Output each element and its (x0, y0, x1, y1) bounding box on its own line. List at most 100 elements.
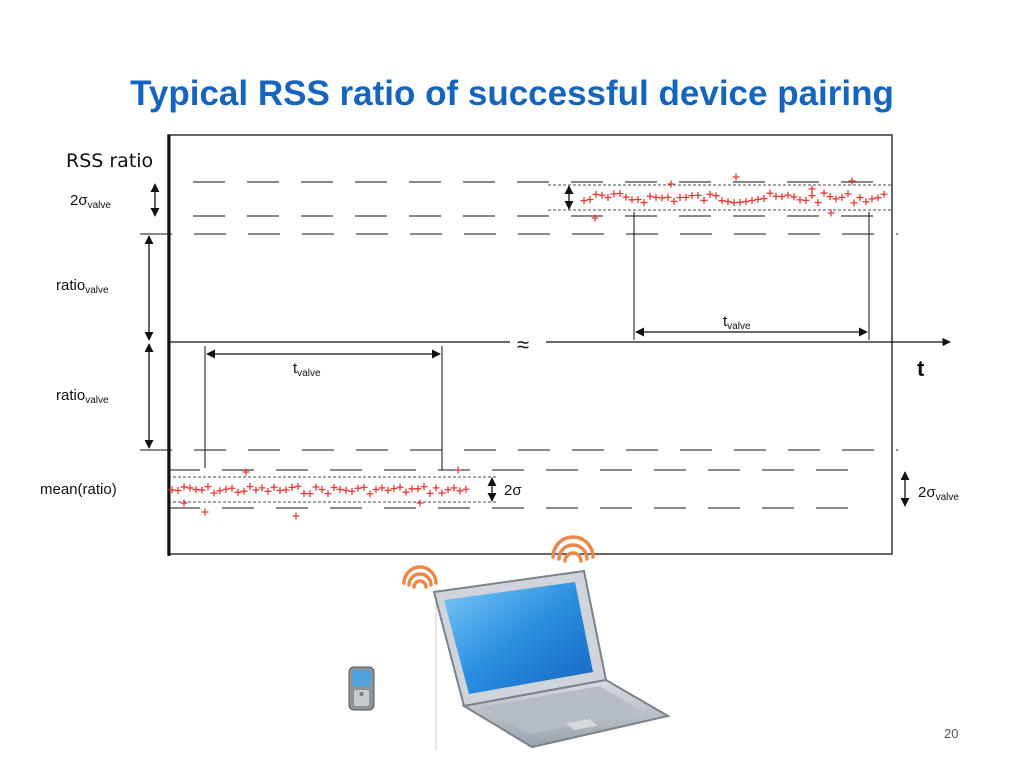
data-point (784, 191, 792, 199)
data-point (760, 195, 768, 203)
data-point (826, 193, 834, 201)
data-point (276, 486, 284, 494)
data-point (240, 487, 248, 495)
data-point (682, 193, 690, 201)
data-point (712, 192, 720, 200)
data-point (667, 180, 675, 188)
data-point (330, 484, 338, 492)
data-point (628, 196, 636, 204)
data-point (444, 486, 452, 494)
data-point (426, 489, 434, 497)
data-point (210, 489, 218, 497)
data-point (640, 199, 648, 207)
laptop-icon (432, 569, 671, 749)
data-point (242, 468, 250, 476)
phone-icon (348, 666, 375, 711)
data-point (766, 189, 774, 197)
data-point (342, 486, 350, 494)
data-point (874, 194, 882, 202)
sigma-bands (168, 184, 892, 503)
data-point (204, 483, 212, 491)
data-point (772, 192, 780, 200)
data-point (742, 198, 750, 206)
data-point (732, 173, 740, 181)
data-point (454, 466, 462, 474)
data-point (670, 197, 678, 205)
wifi-signal-icon (402, 565, 438, 589)
data-point (216, 487, 224, 495)
data-point (862, 198, 870, 206)
data-point (408, 485, 416, 493)
data-point (610, 190, 618, 198)
data-point (658, 194, 666, 202)
data-point (802, 196, 810, 204)
data-point (390, 485, 398, 493)
data-point (844, 190, 852, 198)
data-point (880, 190, 888, 198)
data-point (634, 195, 642, 203)
data-point (598, 191, 606, 199)
data-point (646, 192, 654, 200)
data-point (676, 194, 684, 202)
upper-level-lines (140, 181, 898, 235)
data-point (604, 194, 612, 202)
data-point (416, 499, 424, 507)
page-number: 20 (944, 726, 959, 741)
data-point (622, 193, 630, 201)
data-point (848, 177, 856, 185)
two-sigma-label: 2σ (504, 482, 522, 499)
data-point (438, 489, 446, 497)
data-point (688, 192, 696, 200)
plot-frame (167, 134, 893, 555)
ratio-valve-upper-label: ratiovalve (56, 277, 109, 296)
data-point (264, 487, 272, 495)
data-point (324, 490, 332, 498)
data-point (360, 483, 368, 491)
data-point (348, 487, 356, 495)
upper-data-points (580, 173, 888, 222)
slide-title: Typical RSS ratio of successful device p… (130, 74, 894, 113)
t-valve-upper-label: tvalve (723, 313, 751, 332)
data-point (306, 490, 314, 498)
lower-level-lines (140, 449, 898, 509)
data-point (354, 484, 362, 492)
data-point (378, 484, 386, 492)
data-point (201, 508, 209, 516)
data-point (808, 192, 816, 200)
data-point (414, 485, 422, 493)
data-point (832, 195, 840, 203)
data-point (778, 193, 786, 201)
data-point (706, 190, 714, 198)
data-point (718, 197, 726, 205)
data-point (234, 488, 242, 496)
data-point (790, 193, 798, 201)
data-point (198, 486, 206, 494)
data-point (288, 483, 296, 491)
data-point (180, 483, 188, 491)
axis-break-symbol: ≈ (517, 332, 529, 357)
data-point (586, 196, 594, 204)
data-point (850, 199, 858, 207)
data-point (396, 483, 404, 491)
right-two-sigma-valve-label: 2σvalve (918, 484, 959, 503)
data-point (808, 185, 816, 193)
data-point (456, 487, 464, 495)
data-point (312, 483, 320, 491)
data-point (270, 483, 278, 491)
data-point (814, 199, 822, 207)
data-point (700, 196, 708, 204)
data-point (730, 199, 738, 207)
data-point (246, 483, 254, 491)
data-point (300, 490, 308, 498)
data-point (228, 484, 236, 492)
data-point (827, 209, 835, 217)
data-point (294, 482, 302, 490)
data-point (796, 196, 804, 204)
data-point (420, 483, 428, 491)
data-point (616, 189, 624, 197)
data-point (664, 193, 672, 201)
data-point (336, 485, 344, 493)
data-point (258, 484, 266, 492)
data-point (402, 488, 410, 496)
data-point (222, 485, 230, 493)
